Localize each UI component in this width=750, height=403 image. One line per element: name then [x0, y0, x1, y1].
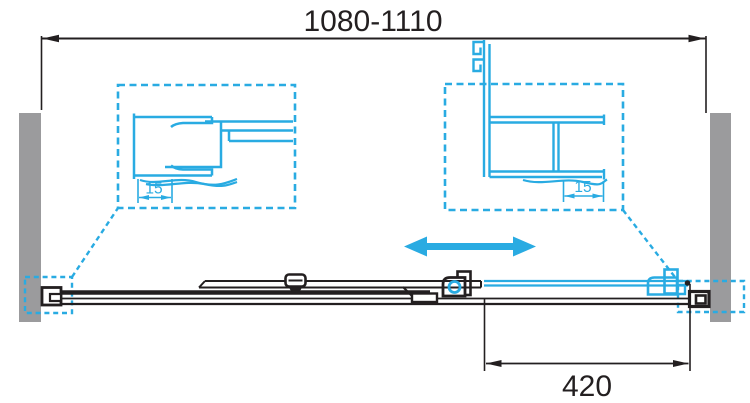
slide-direction-arrow-icon	[404, 236, 536, 257]
insert-profile-body	[165, 121, 223, 169]
detail-box-right: 15	[443, 40, 625, 212]
glass-break-wave-2	[145, 180, 238, 188]
arrowhead-left-icon	[42, 34, 59, 43]
plan-view	[40, 268, 711, 309]
handle-rail	[198, 280, 482, 289]
top-hook-lower	[472, 58, 484, 73]
dimension-detail-right: 15	[562, 179, 605, 202]
arrowhead-right-icon	[688, 34, 705, 43]
dimension-door-width: 420	[483, 284, 691, 403]
arrow-head-left	[404, 236, 427, 257]
profile-top-lip	[170, 117, 214, 128]
dim-detail-right-label: 15	[574, 179, 591, 196]
arrowhead-right-icon	[673, 360, 689, 367]
sliding-panel-roller-bracket	[646, 276, 679, 296]
detail-callout-links	[23, 207, 746, 315]
panel-end-cap	[410, 292, 439, 304]
dimension-overall-width: 1080-1110	[40, 5, 707, 113]
arrow-head-right	[513, 236, 536, 257]
arrowhead-icon	[161, 195, 171, 200]
dim-door-label: 420	[562, 370, 612, 403]
arrowhead-icon	[564, 193, 575, 199]
door-profile-section-right	[472, 40, 608, 186]
wall-profile-left	[19, 113, 41, 322]
dim-detail-left-label: 15	[145, 181, 162, 198]
dim-overall-label: 1080-1110	[303, 5, 442, 38]
roller-wheel	[447, 280, 462, 294]
callout-source-box-left	[23, 275, 74, 315]
arrowhead-icon	[592, 193, 603, 199]
wall-profile-section-left	[132, 113, 293, 188]
callout-source-box-right	[676, 279, 746, 314]
panel-end-dot	[684, 280, 691, 286]
leader-line-left	[71, 207, 119, 278]
arrowhead-left-icon	[486, 360, 502, 367]
glass-break-wave	[522, 178, 608, 186]
wall-bracket-right-notch	[694, 294, 707, 305]
sliding-glass-panel	[484, 279, 688, 287]
wall-profile-right	[710, 113, 731, 322]
arrowhead-icon	[139, 195, 149, 200]
detail-box-left: 15	[116, 83, 297, 210]
top-hook-upper	[472, 40, 484, 56]
detail-frame-right	[443, 82, 625, 212]
dimension-detail-left: 15	[137, 179, 173, 203]
sliding-panel-end-hook	[678, 283, 687, 296]
wall-bracket-left-notch	[48, 292, 63, 303]
